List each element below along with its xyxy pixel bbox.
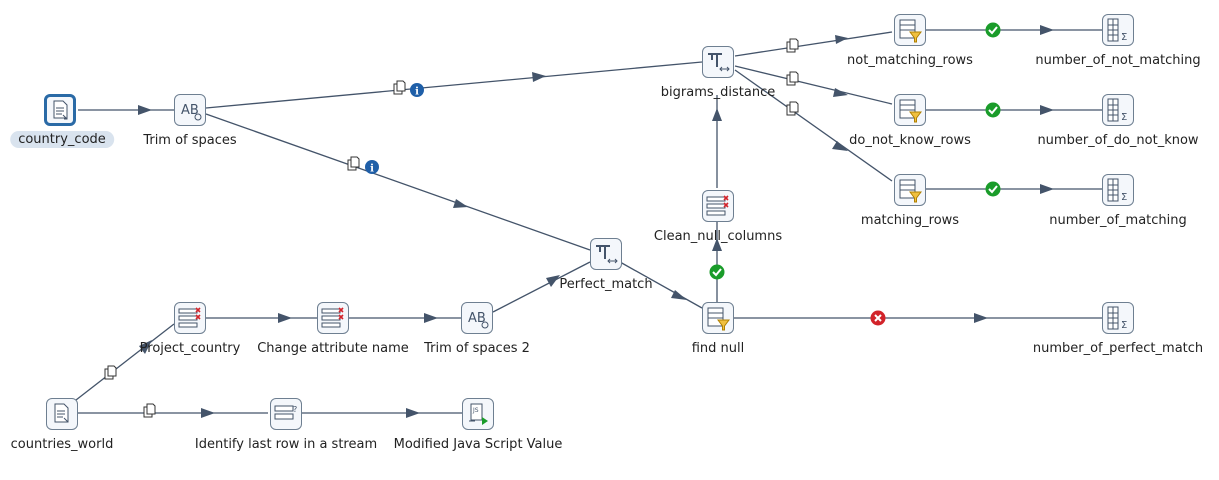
step-label-clean_null_columns[interactable]: Clean_null_columns: [653, 229, 783, 244]
check-icon: [985, 22, 1001, 38]
step-number_of_do_not_know[interactable]: Σ: [1102, 94, 1134, 126]
error-x-icon: [870, 310, 886, 326]
svg-text:JS: JS: [472, 407, 479, 414]
copy-icon: [786, 38, 799, 53]
hop-countries-project: [75, 323, 175, 401]
info-icon: [365, 160, 379, 174]
step-label-project_country[interactable]: Project_country: [139, 341, 241, 356]
svg-text:AB: AB: [181, 103, 199, 118]
svg-text:Σ: Σ: [1121, 112, 1127, 123]
hop-trim-bigrams: [205, 61, 703, 109]
copy-icon: [393, 80, 406, 95]
group-by-icon: Σ: [1107, 18, 1127, 43]
hop-trim2-perfect: [492, 261, 591, 313]
detect-last-row-icon: ?: [274, 405, 297, 420]
step-label-country_code[interactable]: country_code: [10, 131, 114, 148]
step-label-matching_rows[interactable]: matching_rows: [860, 213, 960, 228]
step-modified_js_value[interactable]: JS: [462, 398, 494, 430]
fuzzy-match-icon: [708, 53, 730, 72]
filter-rows-icon: [899, 99, 922, 123]
step-label-change_attribute_name[interactable]: Change attribute name: [257, 341, 409, 356]
hop-bigrams-matching: [734, 69, 893, 182]
step-country_code[interactable]: [44, 94, 76, 126]
step-label-trim_of_spaces[interactable]: Trim of spaces: [143, 133, 237, 148]
group-by-icon: Σ: [1107, 178, 1127, 203]
step-label-perfect_match[interactable]: Perfect_match: [559, 277, 653, 292]
fuzzy-match-icon: [596, 245, 618, 264]
step-not_matching_rows[interactable]: [894, 14, 926, 46]
csv-input-icon: [53, 100, 68, 120]
step-label-identify_last_row[interactable]: Identify last row in a stream: [194, 437, 378, 452]
javascript-icon: JS: [469, 403, 488, 425]
hop-trim-perfect: [205, 113, 591, 251]
step-do_not_know_rows[interactable]: [894, 94, 926, 126]
check-icon: [709, 264, 725, 280]
svg-text:i: i: [370, 164, 374, 175]
check-icon: [985, 181, 1001, 197]
step-find_null[interactable]: [702, 302, 734, 334]
step-matching_rows[interactable]: [894, 174, 926, 206]
csv-input-icon: [54, 403, 69, 423]
step-label-trim_of_spaces_2[interactable]: Trim of spaces 2: [424, 341, 530, 356]
copy-icon: [104, 365, 117, 380]
svg-text:Σ: Σ: [1121, 192, 1127, 203]
hop-bigrams-notmatching: [734, 31, 893, 57]
step-label-number_of_do_not_know[interactable]: number_of_do_not_know: [1037, 133, 1199, 148]
svg-text:AB: AB: [468, 311, 486, 326]
select-values-icon: [178, 307, 201, 328]
true-hop-badges: [709, 22, 1001, 280]
step-change_attribute_name[interactable]: [317, 302, 349, 334]
group-by-icon: Σ: [1107, 98, 1127, 123]
step-identify_last_row[interactable]: ?: [270, 398, 302, 430]
step-number_of_perfect_match[interactable]: Σ: [1102, 302, 1134, 334]
select-values-icon: [706, 195, 729, 216]
svg-text:i: i: [415, 87, 419, 98]
step-bigrams_distance[interactable]: [702, 46, 734, 78]
step-label-modified_js_value[interactable]: Modified Java Script Value: [393, 437, 563, 452]
step-label-find_null[interactable]: find null: [691, 341, 745, 356]
filter-rows-icon: [899, 19, 922, 43]
hop-perfect-findnull: [619, 261, 703, 309]
group-by-icon: Σ: [1107, 306, 1127, 331]
step-project_country[interactable]: [174, 302, 206, 334]
step-number_of_matching[interactable]: Σ: [1102, 174, 1134, 206]
info-badges: i i: [365, 83, 424, 175]
info-icon: [410, 83, 424, 97]
false-hop-badges: [870, 310, 886, 326]
step-trim_of_spaces_2[interactable]: AB: [461, 302, 493, 334]
step-countries_world[interactable]: [46, 398, 78, 430]
step-label-not_matching_rows[interactable]: not_matching_rows: [847, 53, 973, 68]
filter-rows-icon: [707, 307, 730, 331]
step-perfect_match[interactable]: [590, 238, 622, 270]
copy-icon: [786, 71, 799, 86]
step-clean_null_columns[interactable]: [702, 190, 734, 222]
step-trim_of_spaces[interactable]: AB: [174, 94, 206, 126]
hop-lines: [75, 29, 1102, 414]
check-icon: [985, 102, 1001, 118]
step-label-number_of_not_matching[interactable]: number_of_not_matching: [1035, 53, 1201, 68]
step-label-number_of_perfect_match[interactable]: number_of_perfect_match: [1032, 341, 1204, 356]
step-label-do_not_know_rows[interactable]: do_not_know_rows: [849, 133, 971, 148]
step-label-number_of_matching[interactable]: number_of_matching: [1049, 213, 1187, 228]
copy-icon: [143, 403, 156, 418]
string-operations-icon: AB: [181, 103, 202, 121]
hop-bigrams-donotknow: [734, 65, 893, 105]
step-label-countries_world[interactable]: countries_world: [10, 437, 114, 452]
string-operations-icon: AB: [468, 311, 489, 329]
svg-text:?: ?: [293, 405, 297, 414]
hop-arrowheads: [138, 25, 1054, 418]
step-number_of_not_matching[interactable]: Σ: [1102, 14, 1134, 46]
svg-text:Σ: Σ: [1121, 32, 1127, 43]
svg-text:Σ: Σ: [1121, 320, 1127, 331]
select-values-icon: [321, 307, 344, 328]
step-label-bigrams_distance[interactable]: bigrams_distance: [660, 85, 776, 100]
filter-rows-icon: [899, 179, 922, 203]
